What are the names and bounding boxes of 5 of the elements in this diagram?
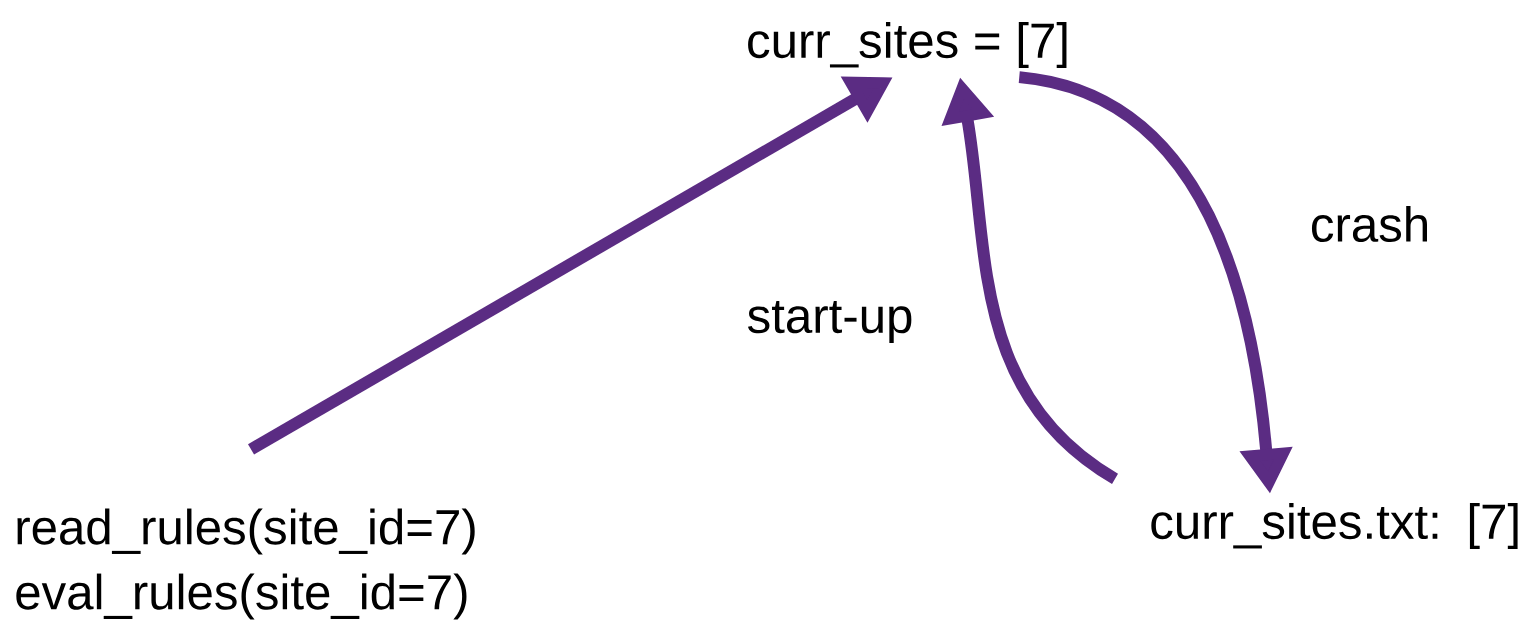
code-text: curr_sites = [7]	[748, 22, 1067, 68]
code-text: curr_sites.txt: [7]	[1151, 503, 1518, 549]
edge-label: start-up	[743, 297, 917, 347]
edge-label: crash	[1306, 202, 1434, 246]
code-text: read_rules(site_id=7) eval_rules(site_id=7)	[16, 508, 475, 620]
